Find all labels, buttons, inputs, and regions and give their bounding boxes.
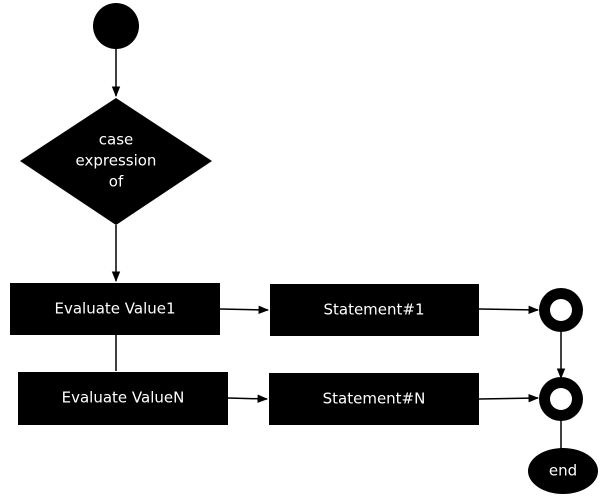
evaluate-value1-box: Evaluate Value1 [10,283,220,335]
edge-evaluate-valuen-to-statementn [227,394,269,403]
merge-node-2 [539,377,583,421]
decision-label-line3: of [109,173,124,191]
decision-label-line1: case [99,131,133,149]
decision-label-line2: expression [76,152,157,170]
end-node: end [528,448,598,494]
statementn-label: Statement#N [323,390,426,408]
evaluate-valuen-box: Evaluate ValueN [18,372,228,425]
statementn-box: Statement#N [269,373,479,425]
statement1-box: Statement#1 [270,284,479,336]
statement1-label: Statement#1 [323,301,424,319]
start-node [93,3,139,49]
decision-diamond: case expression of [20,98,212,225]
edge-evaluate-value1-to-statement1 [219,305,270,315]
end-label: end [549,462,577,480]
evaluate-valuen-label: Evaluate ValueN [62,389,185,407]
edge-statement1-to-merge1 [478,305,540,315]
merge-node-1 [539,288,583,332]
edge-statementn-to-merge2 [478,393,540,403]
evaluate-value1-label: Evaluate Value1 [54,300,175,318]
